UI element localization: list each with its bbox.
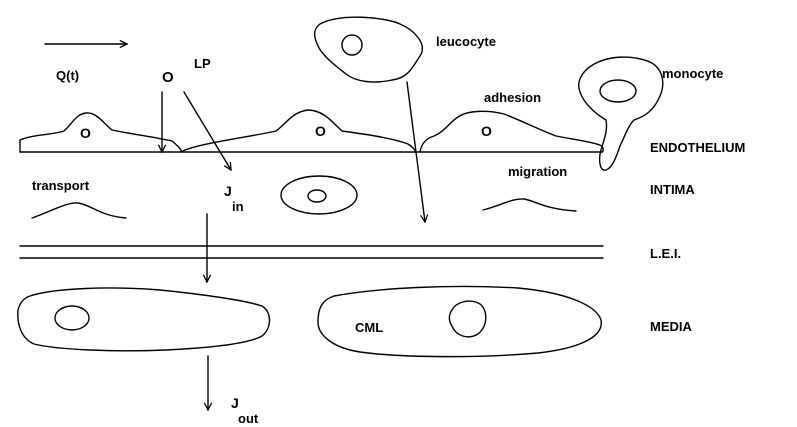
monocyte-label: monocyte xyxy=(662,66,723,81)
j-in-main: J xyxy=(224,183,232,199)
j-out-sub: out xyxy=(238,411,259,426)
media-cell-right-nucleus xyxy=(449,301,485,337)
leucocyte-label: leucocyte xyxy=(436,34,496,49)
cml-label: CML xyxy=(355,320,383,335)
layer-label-media: MEDIA xyxy=(650,319,693,334)
endothelial-nucleus-3: O xyxy=(481,123,492,139)
adhesion-label: adhesion xyxy=(484,90,541,105)
endothelial-nucleus-1: O xyxy=(80,125,91,141)
layer-label-lei: L.E.I. xyxy=(650,246,681,261)
intima-cell xyxy=(281,176,357,214)
transport-label: transport xyxy=(32,178,90,193)
endothelial-cell-1 xyxy=(20,113,181,152)
ldl-superscript: LP xyxy=(194,56,211,71)
leucocyte-cell xyxy=(315,17,423,82)
endothelial-nucleus-2: O xyxy=(315,123,326,139)
layer-label-endothelium: ENDOTHELIUM xyxy=(650,140,745,155)
transport-curve xyxy=(32,203,126,218)
intima-cell-nucleus xyxy=(308,190,326,202)
layer-label-intima: INTIMA xyxy=(650,182,695,197)
flow-label: Q(t) xyxy=(56,68,79,83)
endothelial-cell-3 xyxy=(420,111,603,152)
migration-curve xyxy=(483,199,576,211)
j-in-sub: in xyxy=(232,199,244,214)
ldl-marker: O xyxy=(162,69,174,86)
monocyte-nucleus xyxy=(600,80,636,102)
leucocyte-nucleus xyxy=(342,35,362,55)
media-cell-left-nucleus xyxy=(55,306,89,330)
ldl-arrow-diagonal xyxy=(184,92,231,170)
migration-label: migration xyxy=(508,164,567,179)
j-out-main: J xyxy=(231,395,239,411)
